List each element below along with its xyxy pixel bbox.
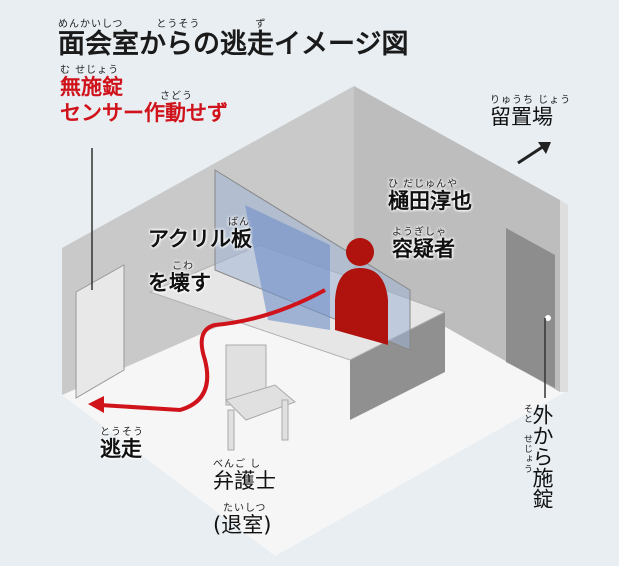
diagram-title: めんかいしつ とうそう ず面会室からの逃走イメージ図 — [58, 19, 409, 60]
holding-arrow — [517, 144, 545, 165]
lawyer-label: べんご し弁護士 — [213, 459, 276, 493]
chair — [225, 344, 296, 451]
left-wall — [62, 86, 354, 395]
desk-side — [350, 312, 445, 420]
break-label: こわを壊す — [148, 261, 211, 295]
suspect-name: ひ だじゅんや樋田淳也 — [388, 179, 472, 213]
sensor-label: さどうセンサー作動せず — [60, 91, 228, 125]
acrylic-label: ばんアクリル板 — [148, 217, 252, 251]
right-wall-cap — [560, 200, 568, 392]
no-lock-label: む せじょう無施錠 — [60, 65, 123, 99]
escape-label: とうそう逃走 — [100, 427, 144, 461]
suspect-figure — [335, 238, 388, 345]
left-door — [75, 264, 125, 399]
escape-arrow-head — [88, 396, 104, 413]
escape-path — [99, 288, 326, 413]
outside-lock-label: 外から施錠そと せじょう — [522, 404, 554, 509]
suspect-role: ようぎしゃ容疑者 — [392, 227, 455, 261]
right-door — [506, 228, 555, 388]
left-room-label: たいしつ(退室) — [213, 503, 272, 537]
holding-cell-label: りゅうち じょう留置場 — [490, 95, 572, 129]
